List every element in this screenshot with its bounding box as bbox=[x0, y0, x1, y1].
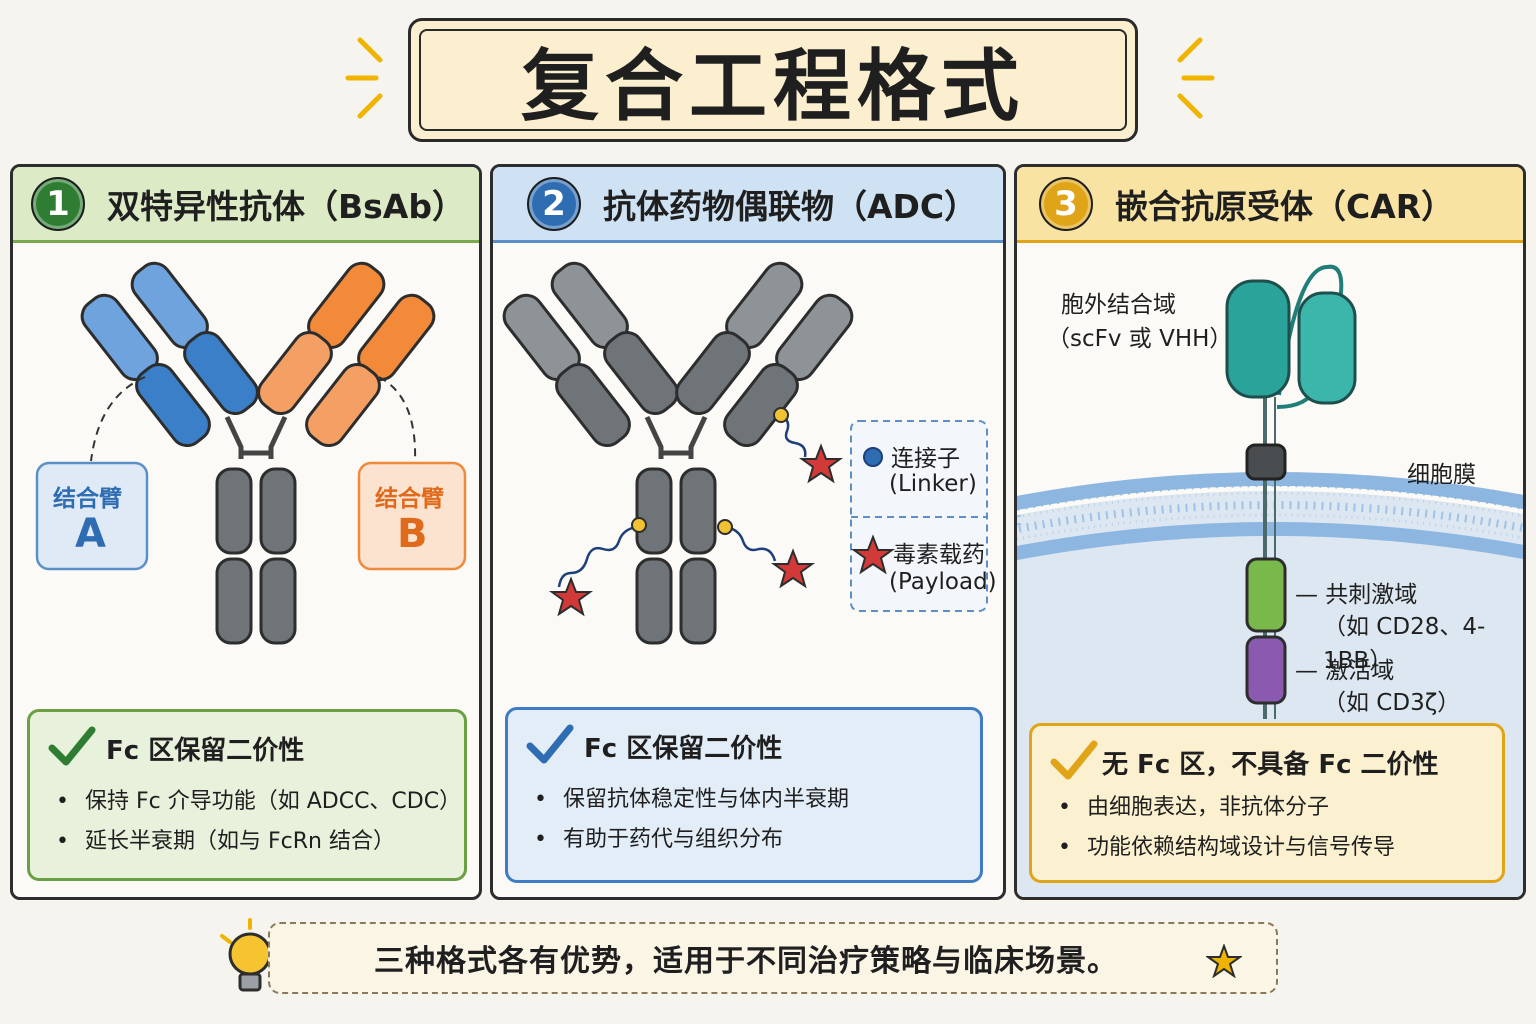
adc-info-box: Fc 区保留二价性 保留抗体稳定性与体内半衰期 有助于药代与组织分布 bbox=[505, 707, 983, 883]
extracellular-sublabel: （scFv 或 VHH） bbox=[1047, 326, 1233, 352]
legend-payload-label: 毒素载药 bbox=[893, 542, 985, 568]
panel-adc-title: 抗体药物偶联物（ADC） bbox=[603, 186, 978, 226]
list-item: 保留抗体稳定性与体内半衰期 bbox=[534, 780, 849, 820]
title-banner: 复合工程格式 bbox=[408, 18, 1138, 142]
bsab-diagram bbox=[35, 261, 467, 645]
adc-info-title: Fc 区保留二价性 bbox=[584, 734, 783, 764]
list-item: 由细胞表达，非抗体分子 bbox=[1058, 788, 1395, 828]
arm-b-label: 结合臂 bbox=[375, 486, 444, 512]
panel-adc: 2 抗体药物偶联物（ADC） bbox=[490, 164, 1006, 900]
check-icon bbox=[526, 724, 574, 764]
panel-car-header: 3 嵌合抗原受体（CAR） bbox=[1017, 167, 1523, 243]
adc-info-list: 保留抗体稳定性与体内半衰期 有助于药代与组织分布 bbox=[534, 780, 849, 860]
arm-b-letter: B bbox=[397, 511, 428, 557]
panel-bsab-header: 1 双特异性抗体（BsAb） bbox=[13, 167, 479, 243]
panel-bsab-title: 双特异性抗体（BsAb） bbox=[107, 186, 465, 226]
legend-payload-en: (Payload) bbox=[889, 569, 997, 595]
list-item: 延长半衰期（如与 FcRn 结合） bbox=[56, 822, 461, 862]
costim-label: — 共刺激域 bbox=[1295, 582, 1418, 608]
panel-car: 3 嵌合抗原受体（CAR） 胞外结合域 （scFv 或 VHH） 细胞膜 — 共… bbox=[1014, 164, 1526, 900]
bsab-info-title: Fc 区保留二价性 bbox=[106, 736, 305, 766]
title-box: 复合工程格式 bbox=[408, 18, 1138, 142]
legend-linker-en: (Linker) bbox=[889, 471, 977, 497]
list-item: 保持 Fc 介导功能（如 ADCC、CDC） bbox=[56, 782, 461, 822]
car-info-box: 无 Fc 区，不具备 Fc 二价性 由细胞表达，非抗体分子 功能依赖结构域设计与… bbox=[1029, 723, 1505, 883]
membrane-label: 细胞膜 bbox=[1407, 462, 1476, 488]
title-inner-frame bbox=[419, 29, 1127, 131]
activation-sublabel: （如 CD3ζ） bbox=[1323, 690, 1461, 716]
extracellular-label: 胞外结合域 bbox=[1061, 292, 1176, 318]
page-title: 复合工程格式 bbox=[520, 42, 1025, 132]
panel-car-title: 嵌合抗原受体（CAR） bbox=[1115, 186, 1455, 226]
panel-adc-number: 2 bbox=[527, 176, 581, 231]
bsab-info-box: Fc 区保留二价性 保持 Fc 介导功能（如 ADCC、CDC） 延长半衰期（如… bbox=[27, 709, 467, 881]
footer-note: 三种格式各有优势，适用于不同治疗策略与临床场景。 bbox=[268, 922, 1278, 994]
panel-bsab-number: 1 bbox=[31, 176, 85, 231]
legend-linker-label: 连接子 bbox=[891, 446, 960, 472]
car-info-list: 由细胞表达，非抗体分子 功能依赖结构域设计与信号传导 bbox=[1058, 788, 1395, 868]
panel-bsab: 1 双特异性抗体（BsAb） bbox=[10, 164, 482, 900]
footer-text: 三种格式各有优势，适用于不同治疗策略与临床场景。 bbox=[374, 944, 1118, 979]
car-info-title: 无 Fc 区，不具备 Fc 二价性 bbox=[1102, 750, 1439, 780]
list-item: 功能依赖结构域设计与信号传导 bbox=[1058, 828, 1395, 868]
sparkle-left-icon bbox=[345, 37, 383, 119]
panel-adc-header: 2 抗体药物偶联物（ADC） bbox=[493, 167, 1003, 243]
adc-diagram bbox=[502, 261, 988, 645]
arm-a-letter: A bbox=[75, 511, 106, 557]
costim-sublabel: （如 CD28、4-1BB） bbox=[1323, 614, 1486, 674]
star-icon bbox=[1206, 944, 1242, 978]
bsab-info-list: 保持 Fc 介导功能（如 ADCC、CDC） 延长半衰期（如与 FcRn 结合） bbox=[56, 782, 461, 862]
sparkle-right-icon bbox=[1177, 37, 1215, 119]
panel-car-number: 3 bbox=[1039, 176, 1093, 231]
activation-label: — 激活域 bbox=[1295, 658, 1395, 684]
arm-a-label: 结合臂 bbox=[53, 486, 122, 512]
list-item: 有助于药代与组织分布 bbox=[534, 820, 849, 860]
check-icon bbox=[1050, 740, 1098, 780]
check-icon bbox=[48, 726, 96, 766]
